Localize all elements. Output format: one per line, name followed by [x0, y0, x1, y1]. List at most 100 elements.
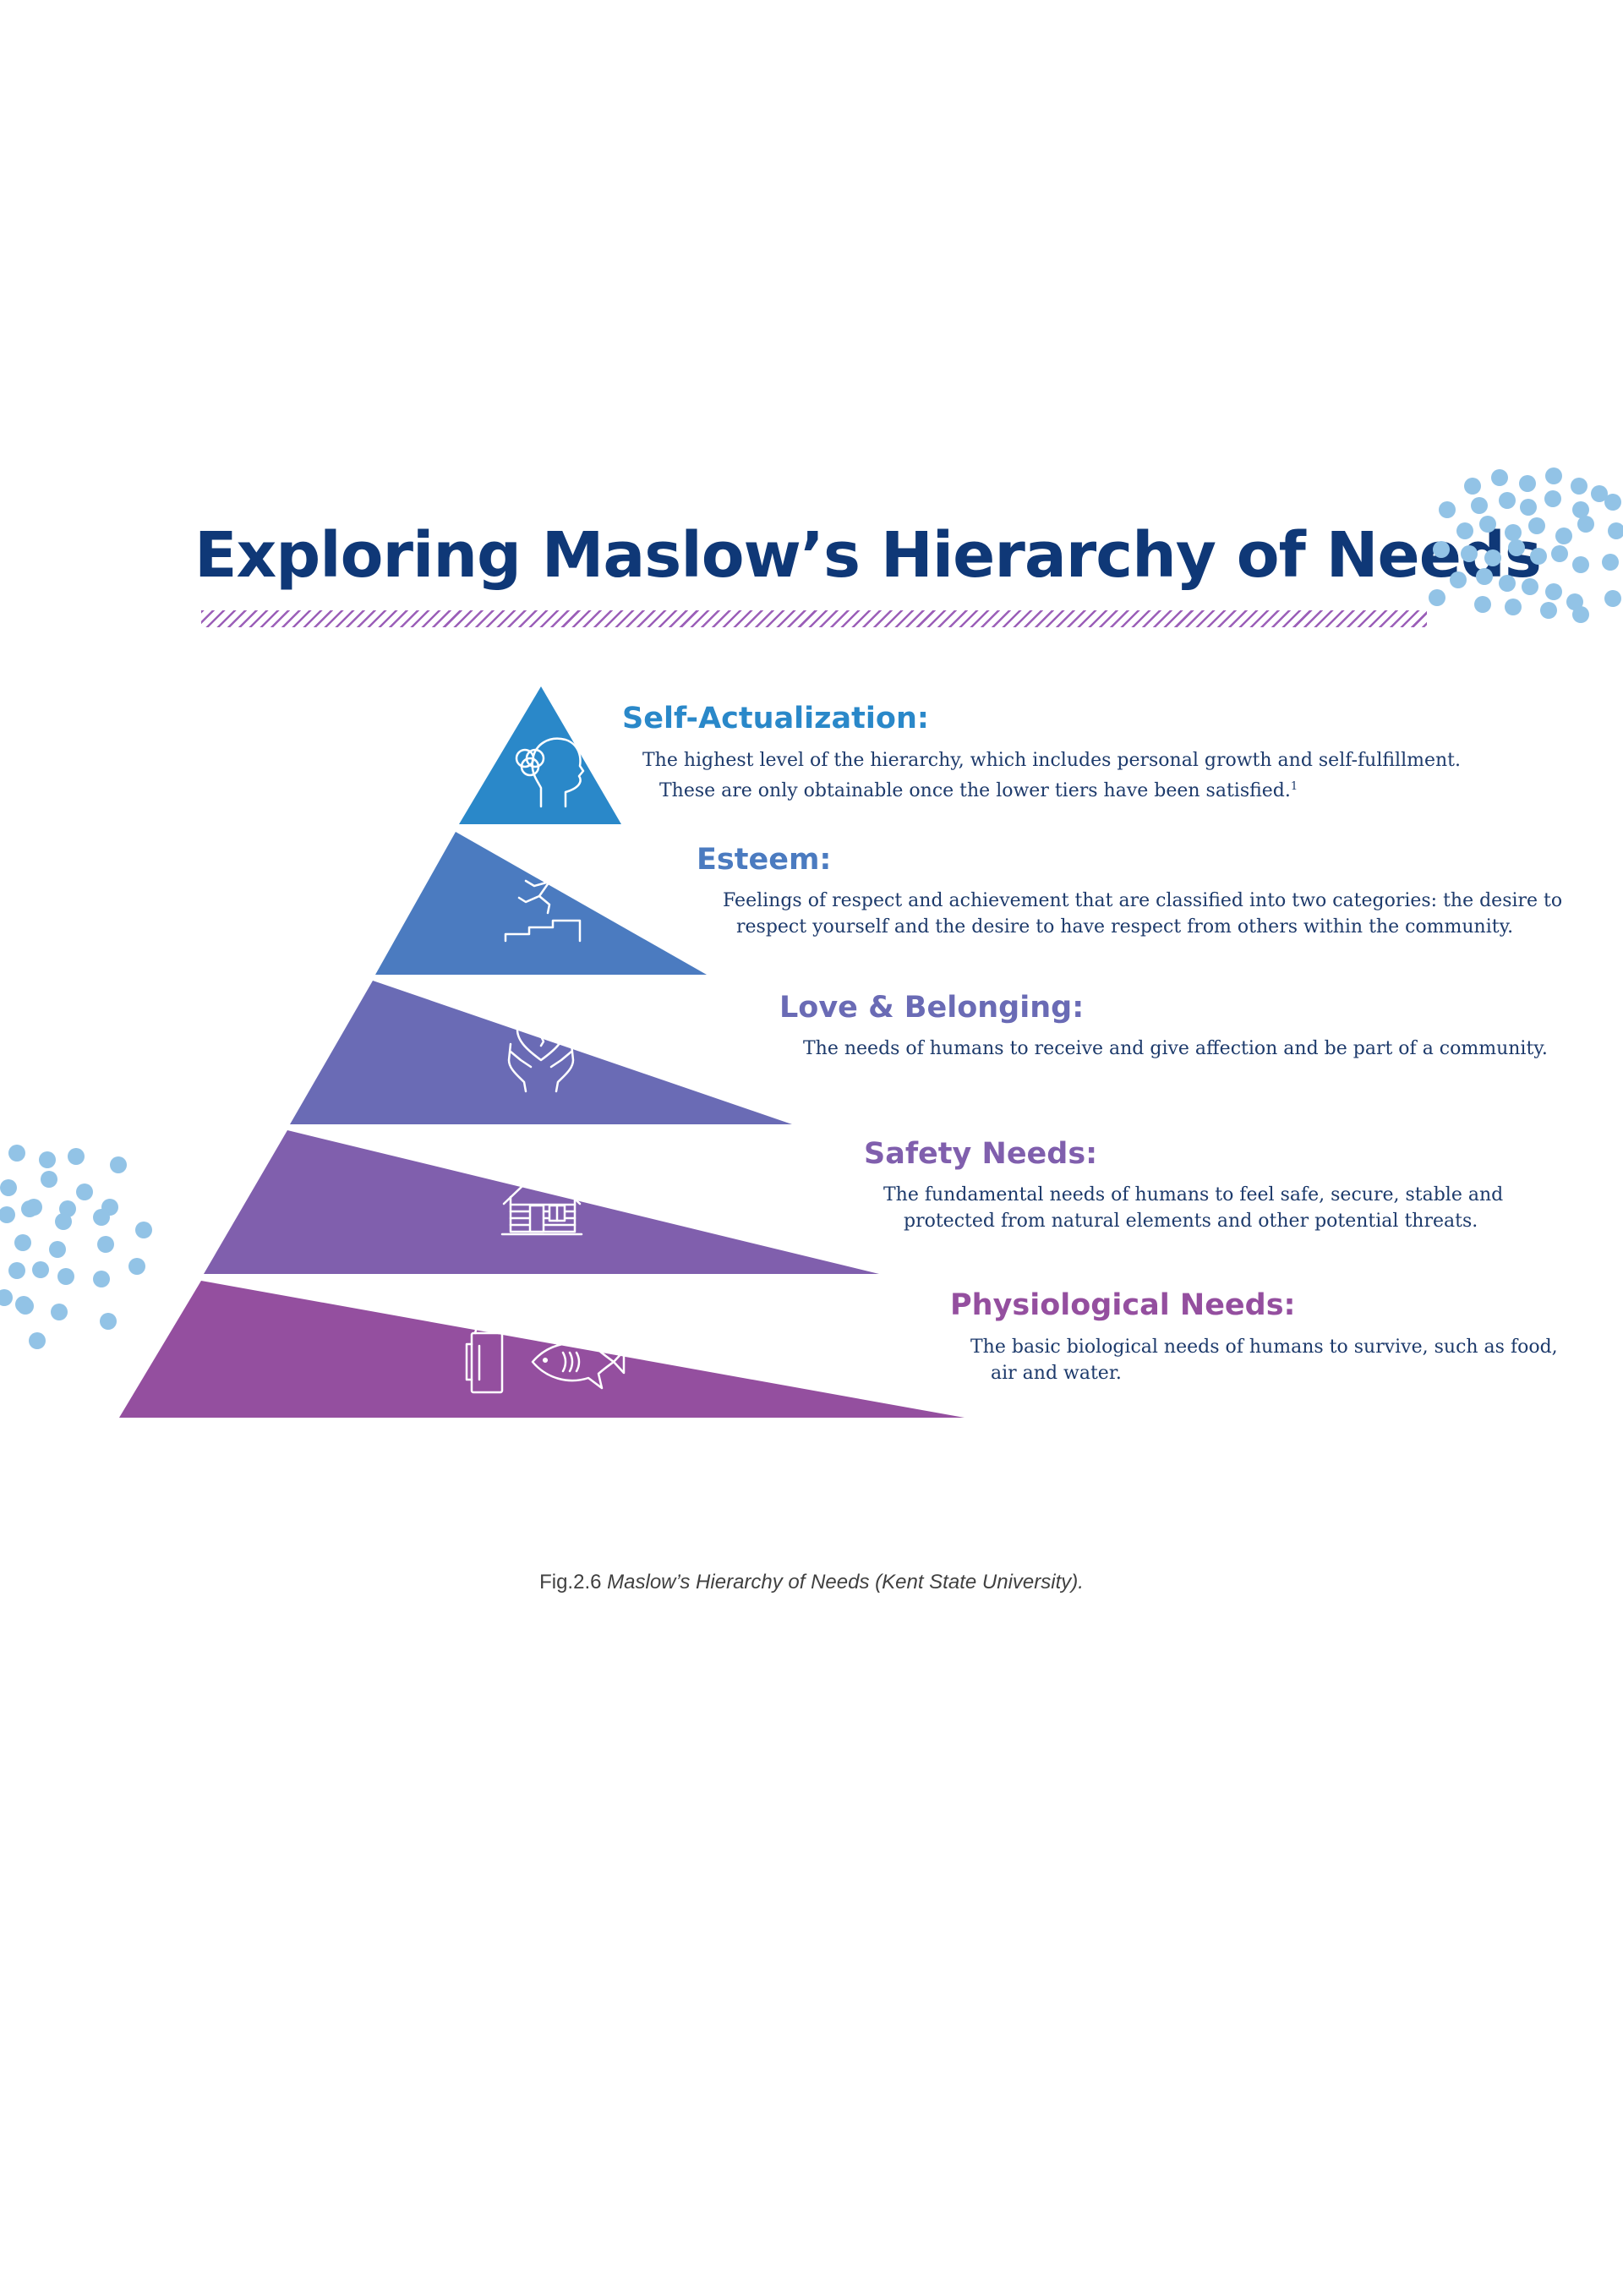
pyramid-tier-love-belonging — [290, 981, 792, 1124]
decorative-dot — [1566, 593, 1583, 610]
caption-italic: Maslow’s Hierarchy of Needs (Kent State … — [607, 1571, 1084, 1594]
decorative-dot — [51, 1304, 68, 1320]
decorative-dot — [14, 1234, 31, 1251]
decorative-dot — [8, 1262, 25, 1279]
tier-title-self-actualization: Self-Actualization: — [622, 702, 929, 735]
decorative-dot — [1464, 478, 1481, 495]
decorative-dot — [1499, 492, 1516, 509]
decorative-dot — [1456, 522, 1473, 539]
decorative-dot — [93, 1209, 110, 1226]
tier-desc-physiological: The basic biological needs of humans to … — [970, 1334, 1558, 1386]
decorative-dot — [1450, 571, 1467, 588]
decorative-dot — [1508, 539, 1525, 556]
decorative-dot — [1499, 575, 1516, 592]
desc-line: The basic biological needs of humans to … — [970, 1337, 1558, 1358]
bottle-and-fish-icon — [465, 1311, 626, 1394]
hands-holding-heart-icon — [507, 1015, 575, 1093]
tier-desc-esteem: Feelings of respect and achievement that… — [723, 888, 1562, 940]
tier-desc-self-actualization: The highest level of the hierarchy, whic… — [642, 747, 1461, 804]
decorative-dot — [32, 1261, 49, 1278]
decorative-dot — [1528, 517, 1545, 534]
decorative-dot — [1608, 522, 1623, 539]
caption-prefix: Fig.2.6 — [539, 1571, 608, 1594]
decorative-dot — [1479, 516, 1496, 533]
decorative-dot — [97, 1236, 114, 1253]
tier-desc-love-belonging: The needs of humans to receive and give … — [803, 1036, 1548, 1062]
decorative-dot — [1602, 554, 1619, 571]
tier-desc-safety: The fundamental needs of humans to feel … — [883, 1182, 1503, 1234]
decorative-dot — [1484, 549, 1501, 566]
tier-title-physiological: Physiological Needs: — [950, 1288, 1296, 1322]
pyramid-tier-esteem — [375, 832, 707, 975]
pyramid-tier-safety — [204, 1130, 879, 1274]
decorative-dot — [110, 1156, 127, 1173]
house-icon — [500, 1166, 583, 1236]
desc-line: These are only obtainable once the lower… — [659, 780, 1291, 802]
decorative-dot — [1505, 524, 1522, 541]
decorative-dot — [1429, 589, 1445, 606]
decorative-dot — [0, 1289, 13, 1306]
decorative-dot — [1572, 501, 1589, 518]
decorative-dot — [68, 1148, 85, 1165]
desc-line: protected from natural elements and othe… — [904, 1211, 1478, 1232]
figure-caption: Fig.2.6 Maslow’s Hierarchy of Needs (Ken… — [0, 1571, 1623, 1594]
desc-line: respect yourself and the desire to have … — [736, 916, 1514, 938]
decorative-dot — [1545, 583, 1562, 600]
decorative-dot — [1520, 499, 1537, 516]
decorative-dot — [41, 1171, 57, 1188]
desc-line: air and water. — [991, 1363, 1122, 1384]
desc-line: The highest level of the hierarchy, whic… — [642, 750, 1462, 771]
decorative-dot — [1505, 599, 1522, 615]
decorative-dot — [0, 1179, 17, 1196]
tier-title-safety: Safety Needs: — [864, 1137, 1098, 1171]
pyramid-tier-physiological — [119, 1281, 965, 1418]
decorative-dot — [49, 1241, 66, 1258]
decorative-dot — [1461, 545, 1478, 562]
tier-title-love-belonging: Love & Belonging: — [779, 991, 1085, 1025]
desc-line: Feelings of respect and achievement that… — [723, 890, 1563, 911]
desc-line: The fundamental needs of humans to feel … — [883, 1184, 1504, 1205]
decorative-dot — [1577, 516, 1594, 533]
decorative-dot — [21, 1200, 38, 1217]
decorative-dot — [1491, 469, 1508, 486]
decorative-dot — [93, 1271, 110, 1287]
decorative-dot — [1572, 556, 1589, 573]
hatched-underline — [201, 610, 1427, 627]
decorative-dot — [1439, 501, 1456, 518]
decorative-dot — [1433, 541, 1450, 558]
decorative-dot — [100, 1313, 117, 1330]
decorative-dot — [135, 1222, 152, 1238]
decorative-dot — [76, 1184, 93, 1200]
decorative-dot — [1604, 590, 1621, 607]
decorative-dot — [1540, 602, 1557, 619]
decorative-dot — [1474, 596, 1491, 613]
decorative-dot — [1572, 606, 1589, 623]
desc-line: The needs of humans to receive and give … — [803, 1038, 1548, 1059]
decorative-dot — [1571, 478, 1587, 495]
decorative-dot — [1591, 485, 1608, 502]
decorative-dot — [1476, 568, 1493, 585]
decorative-dot — [57, 1268, 74, 1285]
decorative-dot — [1471, 497, 1488, 514]
decorative-dot — [39, 1151, 56, 1168]
decorative-dot — [1522, 578, 1538, 595]
decorative-dot — [55, 1213, 72, 1230]
footnote-marker: 1 — [1290, 780, 1298, 793]
decorative-dot — [1555, 528, 1572, 544]
decorative-dots-top-right — [1429, 467, 1623, 623]
decorative-dot — [1544, 490, 1561, 507]
decorative-dot — [8, 1145, 25, 1162]
decorative-dot — [1551, 545, 1568, 562]
head-overlapping-circles-icon — [515, 737, 585, 808]
decorative-dot — [1530, 548, 1547, 565]
decorative-dot — [1519, 475, 1536, 492]
decorative-dot — [1604, 494, 1621, 511]
page-title: Exploring Maslow’s Hierarchy of Needs — [194, 519, 1542, 592]
decorative-dot — [17, 1298, 34, 1315]
decorative-dot — [0, 1206, 15, 1223]
decorative-dot — [128, 1258, 145, 1275]
tier-title-esteem: Esteem: — [697, 843, 832, 877]
person-climbing-steps-icon — [504, 866, 582, 943]
pyramid-tier-self-actualization — [459, 686, 621, 824]
